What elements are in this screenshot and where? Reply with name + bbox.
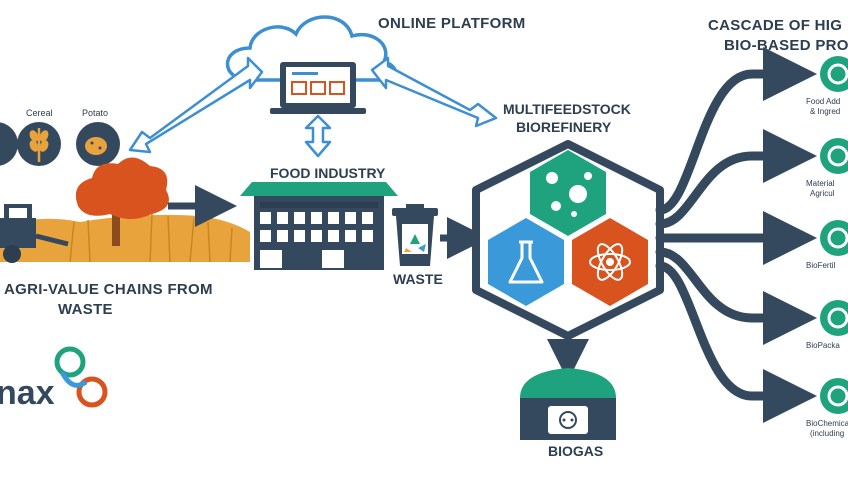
fork-knife-icon: [820, 56, 848, 92]
product-arrow: [655, 247, 817, 345]
factory-window: [260, 212, 271, 224]
product-branch: BioPacka: [655, 247, 848, 350]
logo-text: nax: [0, 374, 55, 412]
factory-window: [260, 230, 271, 242]
product-branch: Food Add& Ingred: [655, 47, 848, 215]
product-label-line1: Material: [806, 179, 835, 188]
factory-window: [362, 212, 373, 224]
product-branch: BioFertil: [655, 211, 848, 270]
factory-window: [277, 230, 288, 242]
product-label-line1: BioPacka: [806, 341, 840, 350]
potato-label: Potato: [82, 108, 108, 118]
online-platform-label: ONLINE PLATFORM: [378, 15, 526, 32]
product-branch: BioChemicals(including: [655, 261, 848, 438]
factory-window: [311, 212, 322, 224]
flower-icon: [820, 220, 848, 256]
tree-icon: [75, 157, 169, 246]
cascade-label-line1: CASCADE OF HIG: [708, 17, 842, 34]
factory-window: [277, 212, 288, 224]
logo-icon: [54, 346, 108, 408]
platform-arrow-down: [304, 114, 332, 158]
factory-window: [328, 212, 339, 224]
factory-window: [345, 230, 356, 242]
output-branches: Food Add& IngredMaterialAgriculBioFertil…: [655, 47, 848, 438]
harvester-icon: [0, 204, 69, 263]
factory-window: [311, 230, 322, 242]
laptop-icon: [270, 62, 366, 114]
product-icon-glyph: [827, 227, 848, 249]
feedstock-partial-icon: [0, 122, 18, 166]
factory-window: [345, 212, 356, 224]
cascade-label-line2: BIO-BASED PRO: [724, 37, 848, 54]
factory-window: [362, 230, 373, 242]
product-arrow: [655, 47, 817, 215]
atom-hex-icon: [572, 218, 648, 306]
agri-chain-label-line2: WASTE: [58, 301, 113, 318]
biorefinery-label-line2: BIOREFINERY: [516, 119, 612, 135]
factory-door: [260, 250, 282, 268]
product-label-line1: BioChemicals: [806, 419, 848, 428]
flask-hex-icon: [488, 218, 564, 306]
product-label-line2: Agricul: [810, 189, 835, 198]
factory-window: [294, 212, 305, 224]
factory-window: [294, 230, 305, 242]
product-icon-glyph: [827, 307, 848, 329]
product-icon-glyph: [827, 145, 848, 167]
bubbles-hex-icon: [530, 150, 606, 236]
factory-door: [322, 250, 344, 268]
product-label-line1: BioFertil: [806, 261, 836, 270]
product-label-line2: (including: [810, 429, 844, 438]
product-icon-glyph: [827, 63, 848, 85]
platform-arrow-left: [128, 56, 264, 154]
product-arrow: [655, 261, 817, 423]
product-label-line1: Food Add: [806, 97, 840, 106]
potato-icon: [76, 122, 120, 166]
factory-window: [328, 230, 339, 242]
factory-windows: [260, 212, 373, 268]
biorefinery-label-line1: MULTIFEEDSTOCK: [503, 101, 631, 117]
agri-chain-label-line1: AGRI-VALUE CHAINS FROM: [4, 281, 213, 298]
biogas-tank-icon: [520, 368, 616, 440]
bottle-icon: [820, 300, 848, 336]
plant-pot-icon: [820, 138, 848, 174]
wheat-field: [0, 213, 250, 263]
cereal-icon: [17, 122, 61, 166]
biogas-label: BIOGAS: [548, 443, 603, 459]
waste-label: WASTE: [393, 271, 443, 287]
recycle-icon: [404, 234, 426, 252]
food-industry-label: FOOD INDUSTRY: [270, 165, 386, 181]
cereal-label: Cereal: [26, 108, 53, 118]
product-arrow: [655, 129, 817, 229]
flask-icon: [820, 378, 848, 414]
product-label-line2: & Ingred: [810, 107, 840, 116]
platform-arrow-right: [370, 56, 498, 128]
product-icon-glyph: [827, 385, 848, 407]
